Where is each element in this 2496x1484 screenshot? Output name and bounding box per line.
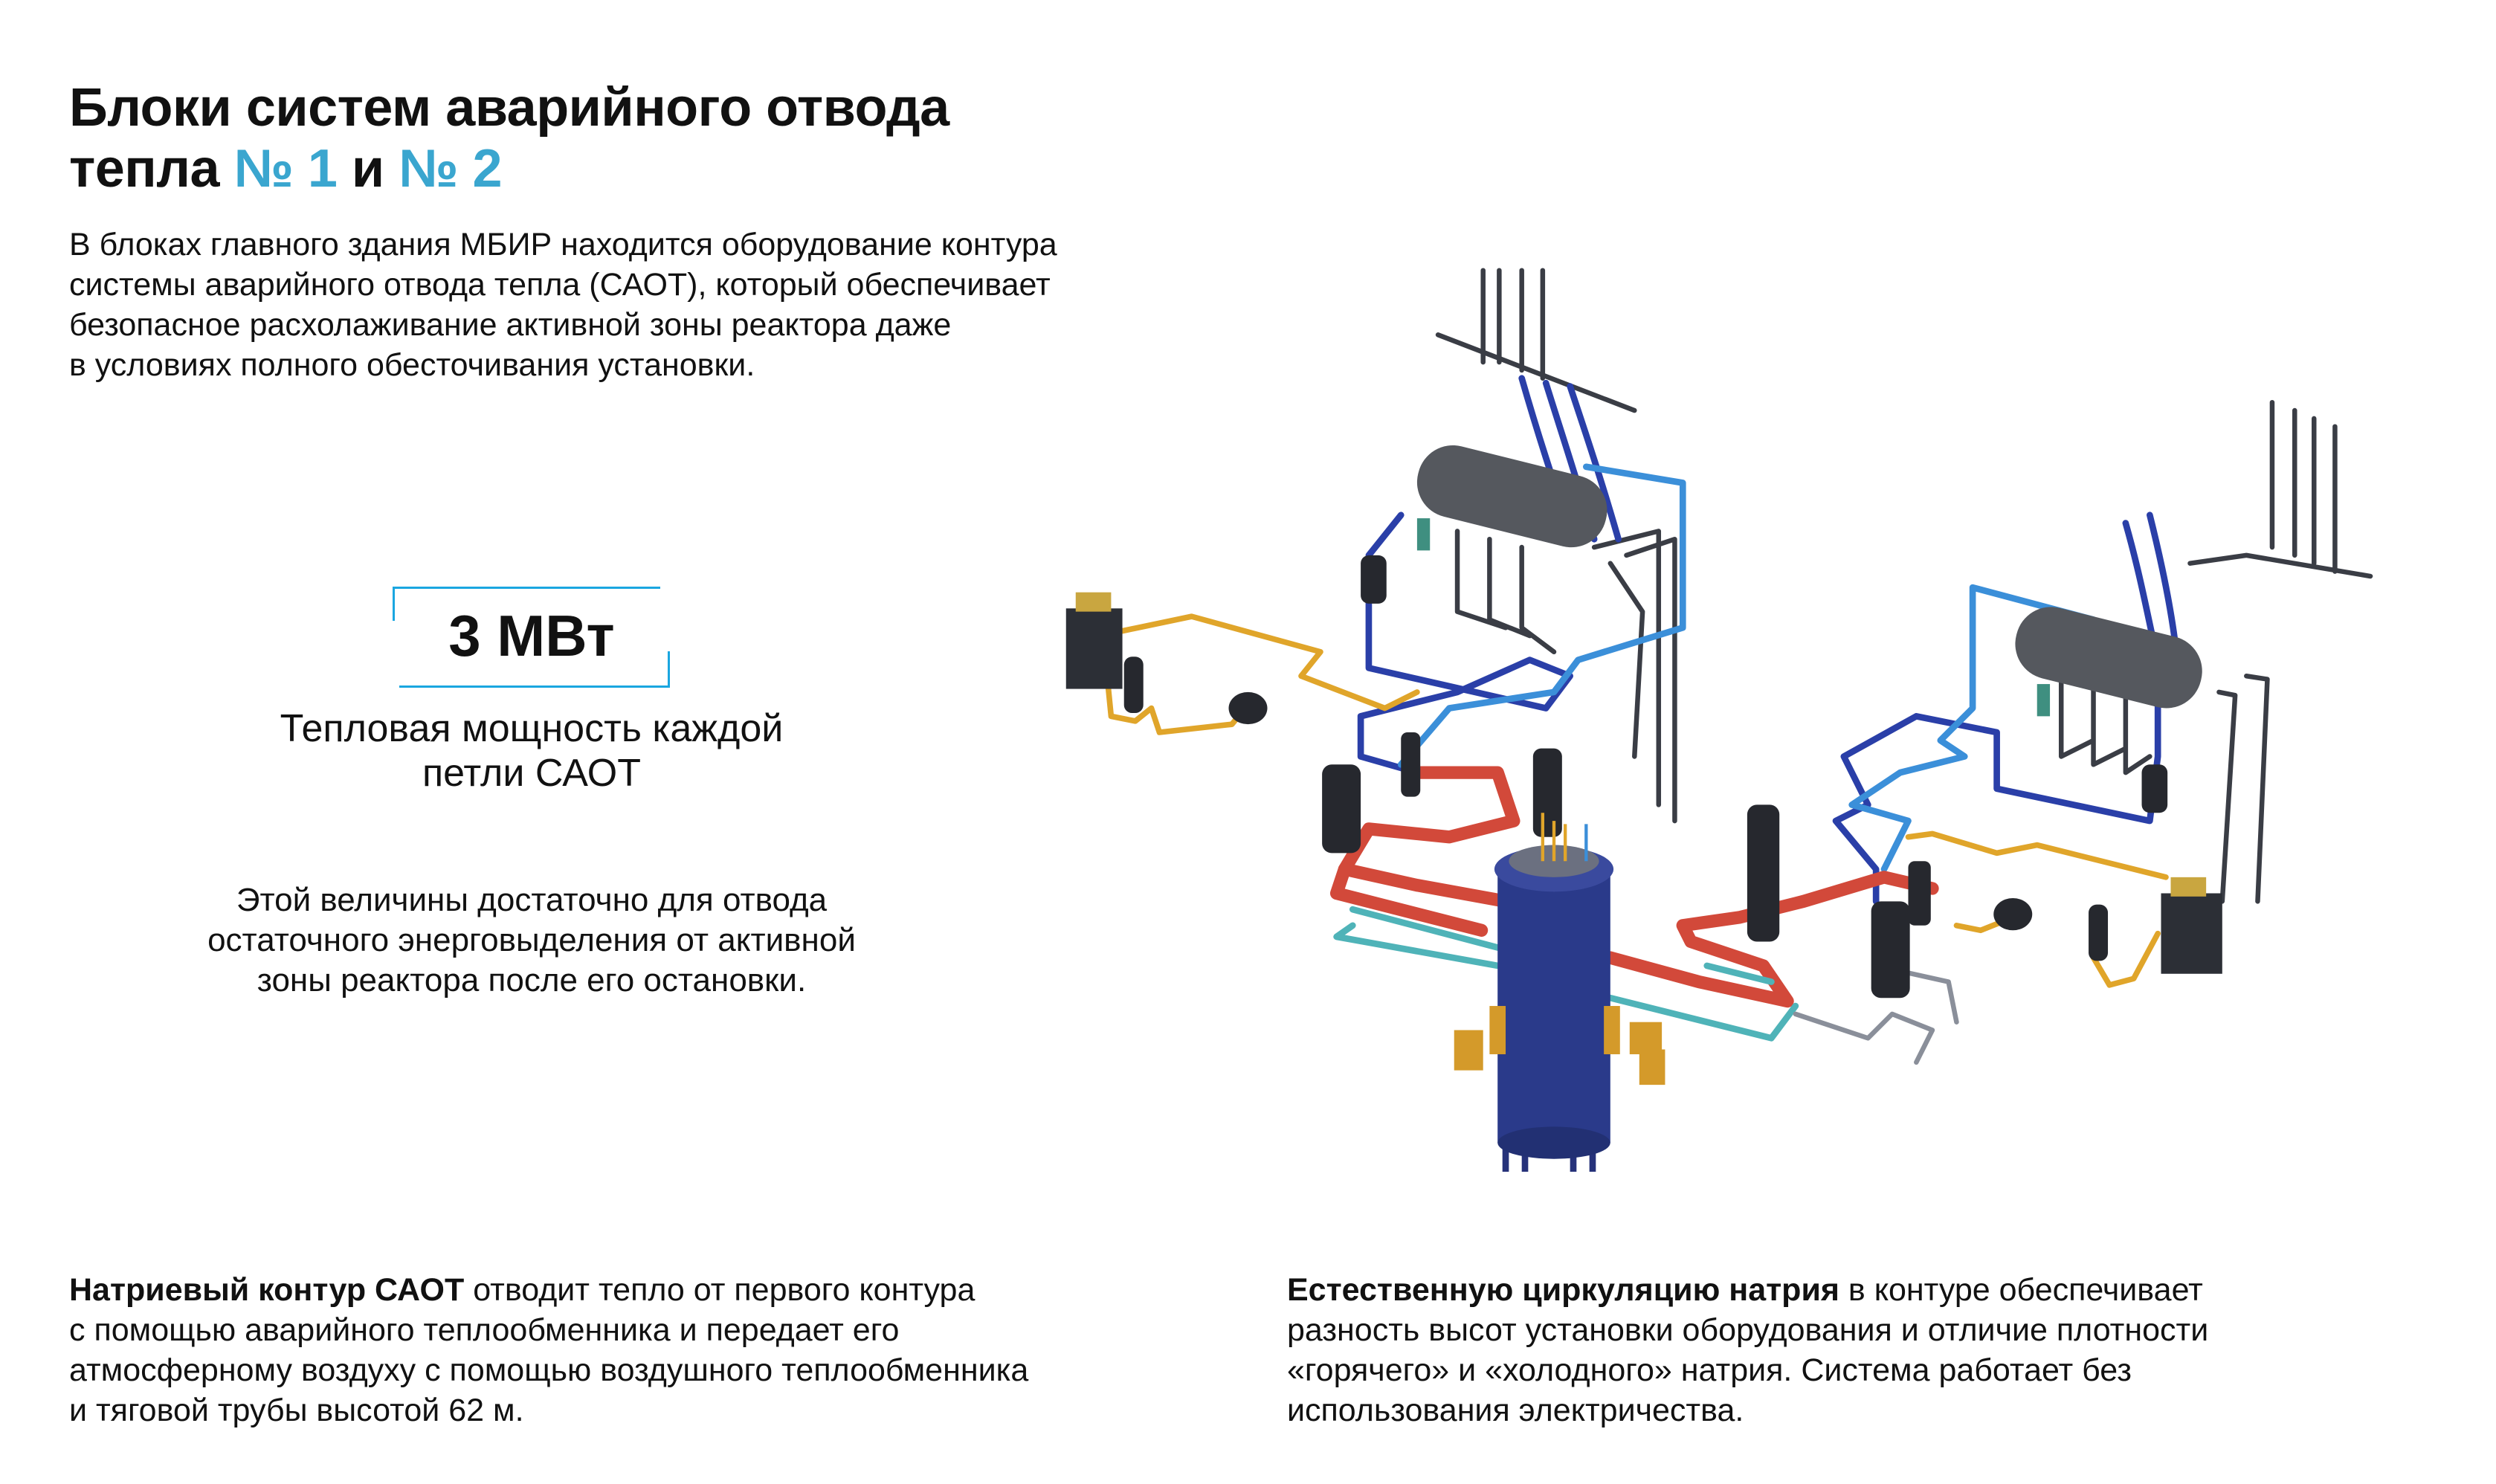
intro-line: системы аварийного отвода тепла (САОТ), … bbox=[69, 267, 1051, 303]
title-line2-prefix: тепла bbox=[69, 139, 220, 199]
title-unit1: № 1 bbox=[233, 139, 338, 199]
expansion-tank-left bbox=[1416, 445, 1607, 551]
note-line: остаточного энерговыделения от активной bbox=[207, 922, 856, 958]
text-line: с помощью аварийного теплообменника и пе… bbox=[69, 1312, 900, 1348]
stat-value: 3 МВт bbox=[448, 603, 615, 668]
frame-top-line bbox=[393, 587, 660, 589]
page-title: Блоки систем аварийного отвода тепла № 1… bbox=[69, 77, 949, 199]
frame-right-tick bbox=[668, 651, 670, 687]
reactor-vessel bbox=[1454, 813, 1665, 1172]
title-conj: и bbox=[351, 139, 384, 199]
bold-lead: Естественную циркуляцию натрия bbox=[1287, 1272, 1839, 1308]
title-line1: Блоки систем аварийного отвода bbox=[69, 78, 949, 138]
air-pipes bbox=[1105, 613, 2169, 988]
draft-pipes-right bbox=[2058, 399, 2373, 904]
intro-line: безопасное расхолаживание активной зоны … bbox=[69, 307, 952, 343]
text: в контуре обеспечивает bbox=[1839, 1272, 2203, 1308]
intro-paragraph: В блоках главного здания МБИР находится … bbox=[69, 225, 1229, 385]
frame-left-tick bbox=[393, 587, 395, 621]
text-line: использования электричества. bbox=[1287, 1393, 1744, 1428]
text-line: «горячего» и «холодного» натрия. Система… bbox=[1287, 1352, 2132, 1388]
valves bbox=[1123, 555, 2168, 999]
hot-pipes bbox=[1329, 766, 1939, 1008]
text-line: и тяговой трубы высотой 62 м. bbox=[69, 1393, 524, 1428]
text: отводит тепло от первого контура bbox=[464, 1272, 975, 1308]
bold-lead: Натриевый контур САОТ bbox=[69, 1272, 465, 1308]
caption-line: Тепловая мощность каждой bbox=[280, 707, 784, 750]
text-line: разность высот установки оборудования и … bbox=[1287, 1312, 2209, 1348]
air-heat-exchanger-right bbox=[2161, 877, 2222, 974]
intro-line: В блоках главного здания МБИР находится … bbox=[69, 227, 1057, 262]
note-line: зоны реактора после его остановки. bbox=[257, 962, 807, 999]
title-unit2: № 2 bbox=[399, 139, 503, 199]
natural-circulation-description: Естественную циркуляцию натрия в контуре… bbox=[1287, 1270, 2208, 1430]
caption-line: петли САОТ bbox=[422, 752, 642, 795]
cold-pipes bbox=[1333, 906, 1799, 1042]
stat-note: Этой величины достаточно для отвода оста… bbox=[123, 880, 941, 1001]
intro-line: в условиях полного обесточивания установ… bbox=[69, 347, 755, 383]
light-blue-pipes bbox=[1397, 463, 2097, 873]
frame-bottom-line bbox=[399, 685, 670, 688]
stat-caption: Тепловая мощность каждой петли САОТ bbox=[160, 706, 903, 796]
air-heat-exchanger-left bbox=[1065, 592, 1123, 689]
note-line: Этой величины достаточно для отвода bbox=[236, 882, 828, 918]
expansion-tank-right bbox=[2015, 607, 2202, 717]
sodium-loop-description: Натриевый контур САОТ отводит тепло от п… bbox=[69, 1270, 1028, 1430]
draft-pipes-left bbox=[1435, 268, 1677, 824]
text-line: атмосферному воздуху с помощью воздушног… bbox=[69, 1352, 1029, 1388]
